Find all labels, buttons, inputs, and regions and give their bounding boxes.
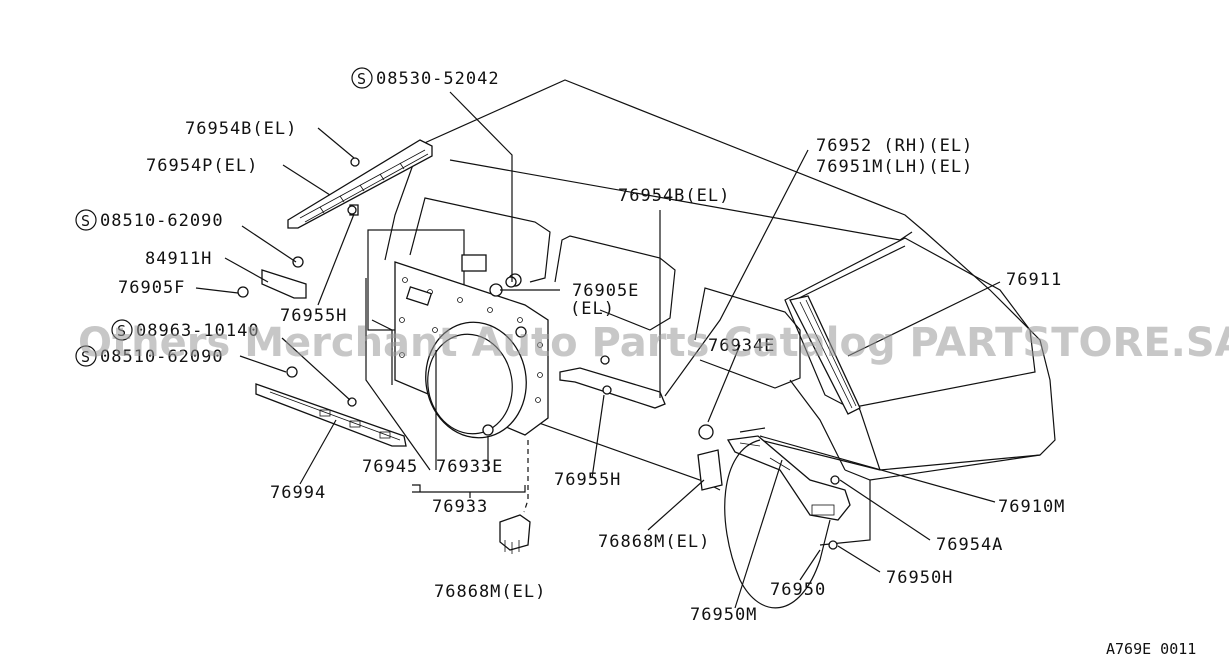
label-76933E: 76933E (436, 457, 503, 477)
label-76950: 76950 (770, 580, 826, 600)
label-76950M: 76950M (690, 605, 757, 625)
label-08510-62090-bottom: 08510-62090 (100, 347, 224, 367)
label-76955H-mid: 76955H (554, 470, 621, 490)
screw-symbol-icon: S S S S (75, 67, 373, 367)
label-08530-52042: 08530-52042 (376, 69, 500, 89)
label-76954P: 76954P(EL) (146, 156, 258, 176)
label-76868M-bottom: 76868M(EL) (434, 582, 546, 602)
svg-text:S: S (117, 322, 126, 340)
label-76954B-top: 76954B(EL) (185, 119, 297, 139)
watermark-text: Others Merchant Auto Parts Catalog PARTS… (78, 320, 1229, 366)
diagram-code: A769E 0011 (1106, 640, 1196, 658)
garnish-strip-76994 (255, 366, 407, 447)
label-76952: 76952 (RH)(EL) (816, 136, 973, 156)
label-08963-10140: 08963-10140 (136, 321, 260, 341)
label-76945: 76945 (362, 457, 418, 477)
label-76868M-mid: 76868M(EL) (598, 532, 710, 552)
label-76933: 76933 (432, 497, 488, 517)
label-76954A: 76954A (936, 535, 1003, 555)
label-76934E: 76934E (708, 336, 775, 356)
svg-text:S: S (357, 70, 366, 88)
svg-text:S: S (81, 212, 90, 230)
garnish-strip-mid (505, 276, 666, 409)
garnish-76911 (789, 295, 861, 415)
label-76950H: 76950H (886, 568, 953, 588)
label-76955H-left: 76955H (280, 306, 347, 326)
bracket-84911H (237, 205, 357, 299)
label-76905E: 76905E (572, 281, 639, 301)
label-76954B-mid: 76954B(EL) (618, 186, 730, 206)
part-labels: 08530-52042 76954B(EL) 76954P(EL) 08510-… (100, 69, 1065, 625)
label-84911H: 84911H (145, 249, 212, 269)
garnish-strip-upper (287, 139, 433, 229)
label-76905E-el: (EL) (570, 299, 615, 319)
label-76905F: 76905F (118, 278, 185, 298)
leader-lines (195, 91, 1001, 609)
label-08510-62090-top: 08510-62090 (100, 211, 224, 231)
connector-76868M (499, 440, 531, 554)
svg-text:S: S (81, 348, 90, 366)
label-76951M: 76951M(LH)(EL) (816, 157, 973, 177)
trim-panel-76933 (367, 229, 549, 439)
label-76910M: 76910M (998, 497, 1065, 517)
label-76911: 76911 (1006, 270, 1062, 290)
label-76994: 76994 (270, 483, 326, 503)
